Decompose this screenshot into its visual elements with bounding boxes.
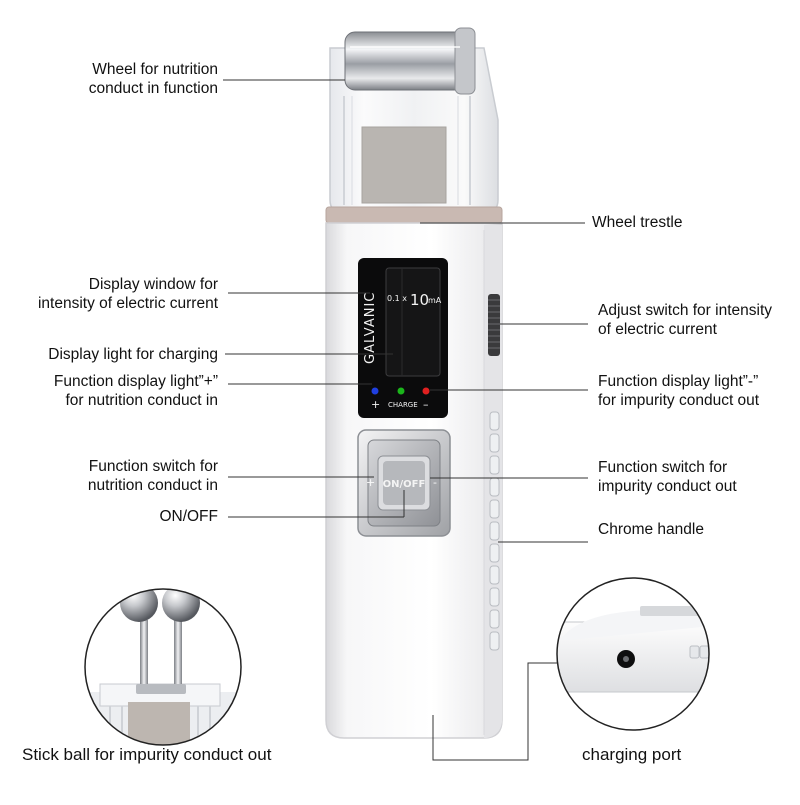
leader-lines: [223, 79, 588, 761]
roller-support: [361, 126, 447, 204]
caption-stick-ball: Stick ball for impurity conduct out: [22, 745, 272, 764]
label-display-light: Display light for charging: [48, 346, 218, 363]
display-scale: 0.1 x: [387, 294, 407, 303]
charge-indicator-light: [397, 387, 405, 395]
roller-wheel: [344, 27, 476, 95]
side-minus-sign: -: [433, 476, 437, 489]
side-plus-sign: +: [366, 476, 375, 489]
onoff-button-label: ON/OFF: [383, 479, 426, 490]
display-minus-sign: –: [423, 398, 429, 411]
display-value: 10: [410, 291, 429, 309]
control-pad[interactable]: + - ON/OFF: [357, 429, 451, 537]
caption-charging-port: charging port: [582, 745, 682, 764]
label-plus-light: Function display light”+”for nutrition c…: [53, 373, 218, 409]
onoff-button[interactable]: ON/OFF: [377, 455, 431, 511]
display-unit: mA: [428, 296, 442, 305]
intensity-adjust-wheel[interactable]: [488, 294, 500, 356]
label-onoff: ON/OFF: [159, 508, 218, 525]
chrome-handle-ridges: [489, 411, 500, 651]
display-charge-text: CHARGE: [388, 401, 418, 409]
label-minus-light: Function display light”-”for impurity co…: [598, 373, 760, 409]
stick-ball-inset: [84, 588, 242, 746]
plus-indicator-light: [371, 387, 379, 395]
charging-port-inset: [556, 577, 710, 731]
display-window: GALVANIC 0.1 x 10 mA + CHARGE –: [358, 258, 448, 418]
display-plus-sign: +: [371, 398, 380, 411]
display-brand: GALVANIC: [363, 292, 378, 364]
wheel-trestle: [325, 206, 503, 224]
device: GALVANIC 0.1 x 10 mA + CHARGE – + - ON/O…: [325, 27, 503, 739]
label-wheel-trestle: Wheel trestle: [592, 214, 683, 231]
label-chrome-handle: Chrome handle: [598, 521, 704, 538]
minus-indicator-light: [422, 387, 430, 395]
